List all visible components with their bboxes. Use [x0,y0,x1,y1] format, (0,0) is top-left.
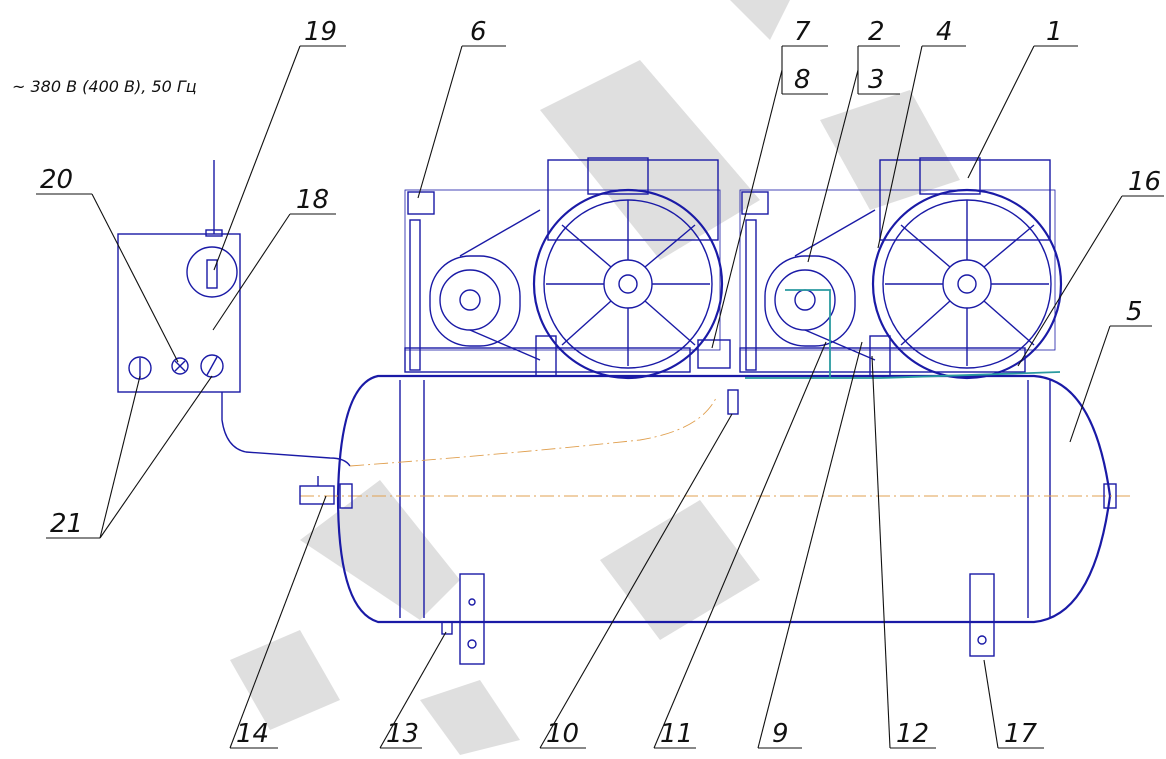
callout-4: 4 [936,17,953,47]
switch-left [128,356,152,380]
foot-right [969,573,995,657]
callout-9: 9 [772,719,789,749]
callout-2: 2 [868,17,885,47]
power-cable [221,392,351,467]
callout-19: 19 [304,17,337,47]
supply-voltage-label: ~ 380 В (400 В), 50 Гц [12,77,197,96]
leader-lines [36,45,1164,749]
callout-labels: 19 20 18 21 6 7 8 2 3 4 1 16 5 14 13 10 … [40,17,1161,749]
callout-1: 1 [1046,17,1063,47]
callout-6: 6 [470,17,487,47]
motor-left [429,255,521,347]
callout-11: 11 [660,719,693,749]
pressure-gauge [186,246,238,298]
air-pipe [745,289,1061,379]
callout-7: 7 [794,17,811,47]
callout-10: 10 [546,719,579,749]
switch-right [200,354,224,378]
callout-18: 18 [296,185,329,215]
callout-13: 13 [386,719,419,749]
callout-5: 5 [1126,297,1143,327]
air-receiver-tank [299,374,1130,665]
callout-21: 21 [50,509,83,539]
flywheel-left [532,188,724,380]
indicator-lamp [171,357,189,375]
safety-valve [727,389,739,415]
callout-3: 3 [868,65,885,95]
foot-left [459,573,485,665]
callout-12: 12 [896,719,929,749]
callout-17: 17 [1004,719,1038,749]
callout-14: 14 [236,719,269,749]
callout-16: 16 [1128,167,1161,197]
callout-8: 8 [794,65,811,95]
control-box [117,160,351,467]
flywheel-right [871,188,1063,380]
watermark [230,0,960,755]
callout-20: 20 [40,165,73,195]
compressor-unit-right [739,157,1063,380]
drain-valve [299,485,335,505]
